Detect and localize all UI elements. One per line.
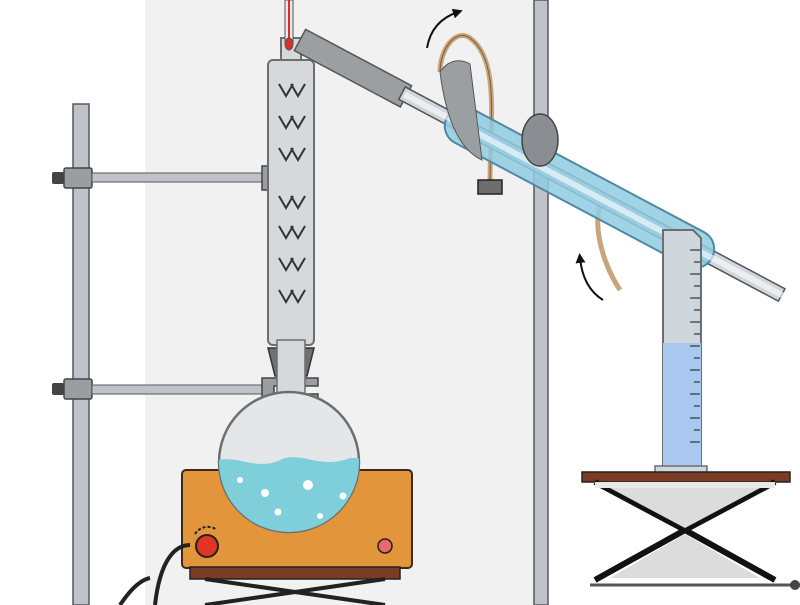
tubing-end-cap <box>477 179 503 195</box>
left-stand-rod <box>72 103 90 605</box>
round-bottom-flask <box>217 390 361 534</box>
condenser-support-clamp <box>521 113 559 167</box>
right-stand-rod <box>533 0 549 605</box>
lab-jack <box>581 471 800 590</box>
jack-adjust-knob[interactable] <box>790 580 800 590</box>
power-knob-icon[interactable] <box>195 534 219 558</box>
hot-plate-jack <box>189 566 401 605</box>
column-flask-joint <box>267 339 315 401</box>
fractionating-column <box>267 37 315 346</box>
curved-arrow-up-right-icon <box>426 8 463 49</box>
indicator-light-icon <box>377 538 393 554</box>
graduated-cylinder <box>654 229 708 475</box>
thermometer <box>284 0 294 51</box>
curved-arrow-up-icon <box>575 253 604 301</box>
backflow-deflector <box>439 60 483 161</box>
